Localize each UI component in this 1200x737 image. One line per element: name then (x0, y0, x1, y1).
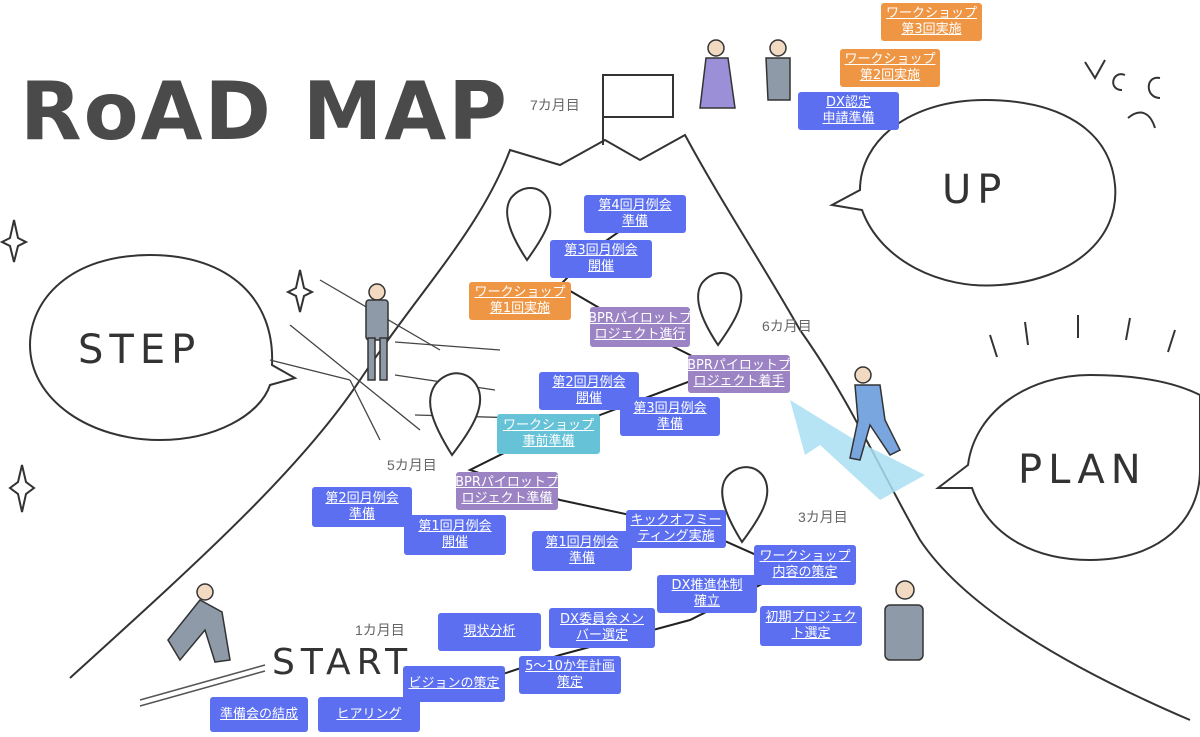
step-shoki-l1: 初期プロジェク (765, 610, 857, 625)
step-ws3-l1: ワークショップ (885, 6, 977, 21)
month-5: 5カ月目 (387, 457, 437, 473)
step-shoki[interactable]: 初期プロジェクト選定 (760, 606, 862, 646)
step-reikai4-j-l2: 準備 (621, 214, 648, 229)
step-bubble (28, 253, 298, 442)
up-decoration (1084, 59, 1161, 129)
step-iinkai[interactable]: DX委員会メンバー選定 (549, 608, 655, 648)
step-vision[interactable]: ビジョンの策定 (403, 666, 505, 702)
summit-flag (602, 74, 674, 145)
step-reikai4-j-l1: 第4回月例会 (598, 198, 672, 213)
sparkles (0, 219, 315, 513)
start-label: START (272, 642, 414, 683)
step-reikai3-j-l1: 第3回月例会 (633, 400, 707, 416)
plan-rays (989, 315, 1176, 358)
step-ws-naiyo-l2: 内容の策定 (772, 565, 838, 580)
step-ws1[interactable]: ワークショップ第1回実施 (469, 282, 571, 320)
step-suishin[interactable]: DX推進体制確立 (657, 575, 757, 613)
step-bpr-s-l1: BPRパイロットプ (588, 311, 692, 326)
step-ws-naiyo-l1: ワークショップ (759, 549, 851, 564)
start-line (139, 664, 266, 707)
step-bpr-j-l1: BPRパイロットプ (455, 475, 559, 490)
step-reikai2-k-l2: 開催 (575, 391, 602, 406)
step-ws-jizen-l2: 事前準備 (522, 434, 575, 449)
month-7: 7カ月目 (530, 97, 580, 113)
up-label: UP (942, 167, 1008, 213)
step-junbikai-l1: 準備会の結成 (219, 706, 298, 722)
step-iinkai-l2: バー選定 (575, 628, 628, 643)
step-reikai1-j-l1: 第1回月例会 (545, 535, 619, 550)
step-kickoff-l2: ティング実施 (637, 529, 715, 544)
month-6: 6カ月目 (762, 318, 812, 334)
step-reikai3-k[interactable]: 第3回月例会開催 (550, 240, 652, 278)
step-bpr-j[interactable]: BPRパイロットプロジェクト準備 (455, 472, 559, 510)
plan-bubble (935, 373, 1200, 562)
step-vision-l1: ビジョンの策定 (408, 676, 500, 691)
map-pins (429, 187, 769, 544)
mountain-outline (69, 133, 1191, 721)
step-ws-jizen-l1: ワークショップ (502, 418, 594, 433)
step-ws1-l2: 第1回実施 (489, 301, 551, 316)
step-reikai1-j[interactable]: 第1回月例会準備 (532, 531, 632, 571)
step-bpr-s-l2: ロジェクト進行 (594, 327, 686, 342)
step-suishin-l1: DX推進体制 (671, 578, 743, 593)
step-bpr-c-l1: BPRパイロットプ (687, 358, 791, 373)
step-reikai3-k-l2: 開催 (587, 259, 614, 274)
roadmap-title: RoAD MAP (20, 65, 509, 158)
step-ws1-l1: ワークショップ (474, 285, 566, 300)
step-hearing-l1: ヒアリング (336, 706, 402, 722)
step-shoki-l2: ト選定 (791, 626, 831, 641)
step-junbikai[interactable]: 準備会の結成 (210, 697, 308, 732)
step-dx[interactable]: DX認定申請準備 (798, 92, 899, 130)
step-ws2-l2: 第2回実施 (859, 68, 921, 83)
step-keikaku-l1: 5～10か年計画 (525, 659, 615, 674)
step-reikai3-j-l2: 準備 (656, 416, 683, 432)
step-kickoff[interactable]: キックオフミーティング実施 (626, 510, 726, 548)
step-ws2[interactable]: ワークショップ第2回実施 (840, 49, 940, 87)
step-iinkai-l1: DX委員会メン (560, 612, 644, 627)
plan-label: PLAN (1018, 447, 1147, 493)
step-ws-jizen[interactable]: ワークショップ事前準備 (497, 414, 600, 454)
people (167, 39, 924, 663)
step-ws3-l2: 第3回実施 (901, 22, 962, 37)
step-bpr-c-l2: ロジェクト着手 (693, 374, 785, 389)
step-genjo[interactable]: 現状分析 (438, 613, 541, 651)
step-keikaku[interactable]: 5～10か年計画策定 (519, 656, 621, 694)
month-1: 1カ月目 (355, 622, 405, 638)
step-suishin-l2: 確立 (693, 594, 720, 609)
step-bpr-c[interactable]: BPRパイロットプロジェクト着手 (687, 355, 791, 393)
step-reikai4-j[interactable]: 第4回月例会準備 (584, 195, 686, 233)
step-dx-l1: DX認定 (826, 95, 871, 110)
step-kickoff-l1: キックオフミー (630, 513, 722, 528)
step-dx-l2: 申請準備 (822, 111, 875, 126)
step-reikai2-j[interactable]: 第2回月例会準備 (312, 487, 412, 527)
month-3: 3カ月目 (798, 509, 848, 525)
step-reikai2-k-l1: 第2回月例会 (552, 375, 626, 390)
step-bpr-j-l2: ロジェクト準備 (461, 491, 553, 506)
up-bubble (828, 98, 1117, 287)
step-hearing[interactable]: ヒアリング (318, 697, 420, 732)
step-ws-naiyo[interactable]: ワークショップ内容の策定 (754, 545, 856, 585)
step-reikai2-j-l1: 第2回月例会 (325, 491, 399, 506)
step-bpr-s[interactable]: BPRパイロットプロジェクト進行 (588, 307, 692, 347)
step-reikai1-j-l2: 準備 (568, 551, 595, 566)
step-ws2-l1: ワークショップ (844, 52, 936, 67)
step-label: STEP (78, 327, 202, 373)
step-reikai1-k-l1: 第1回月例会 (418, 519, 492, 534)
step-reikai3-k-l1: 第3回月例会 (564, 243, 638, 258)
step-genjo-l1: 現状分析 (463, 624, 516, 639)
step-reikai2-j-l2: 準備 (348, 507, 375, 522)
step-reikai1-k-l2: 開催 (441, 535, 468, 550)
step-reikai3-j[interactable]: 第3回月例会準備 (620, 397, 720, 436)
step-ws3[interactable]: ワークショップ第3回実施 (881, 3, 982, 41)
step-keikaku-l2: 策定 (556, 675, 583, 690)
step-reikai1-k[interactable]: 第1回月例会開催 (404, 515, 506, 555)
